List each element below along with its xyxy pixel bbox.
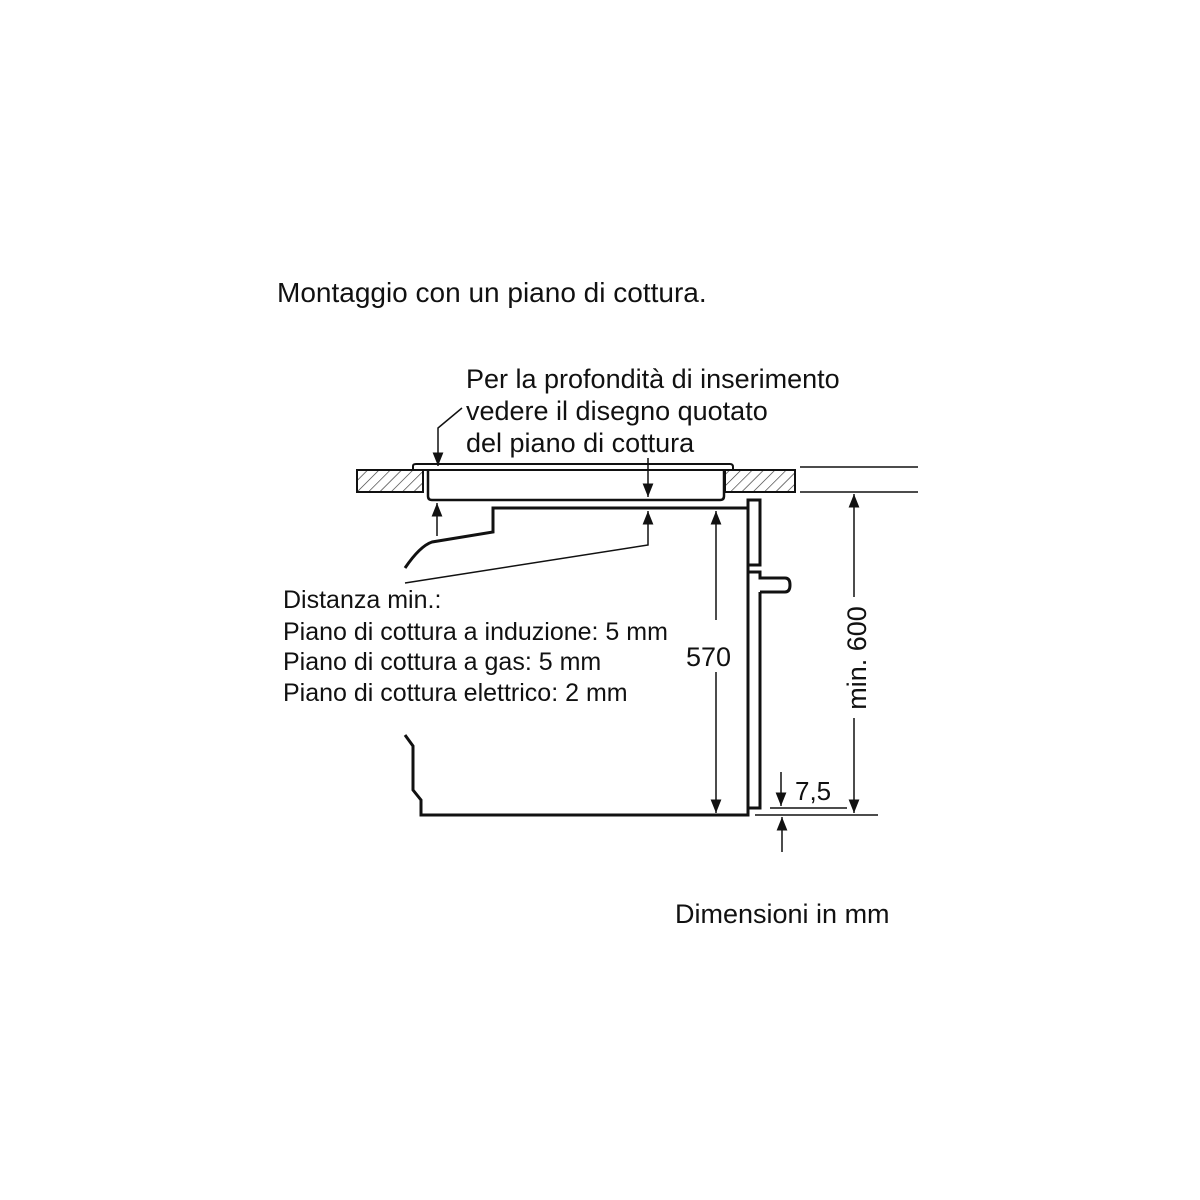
note-line-3: del piano di cottura — [466, 428, 695, 458]
leader-min-distance — [404, 511, 654, 584]
dimension-600-label: min. 600 — [842, 606, 872, 710]
note-line-2: vedere il disegno quotato — [466, 396, 768, 426]
distance-gas: Piano di cottura a gas: 5 mm — [283, 648, 601, 676]
cooktop — [412, 463, 734, 502]
diagram-title: Montaggio con un piano di cottura. — [277, 277, 707, 308]
distance-induction: Piano di cottura a induzione: 5 mm — [283, 618, 668, 646]
dimension-570-label: 570 — [686, 642, 731, 672]
leader-insertion-depth — [432, 407, 463, 466]
countertop-right — [724, 469, 796, 493]
oven-outline — [403, 498, 792, 817]
oven-knob — [748, 570, 792, 594]
dimension-7-5-label: 7,5 — [795, 776, 831, 806]
distance-heading: Distanza min.: — [283, 586, 441, 614]
countertop-left — [356, 469, 424, 493]
units-note: Dimensioni in mm — [675, 899, 890, 929]
distance-electric: Piano di cottura elettrico: 2 mm — [283, 679, 628, 707]
note-line-1: Per la profondità di inserimento — [466, 364, 840, 394]
